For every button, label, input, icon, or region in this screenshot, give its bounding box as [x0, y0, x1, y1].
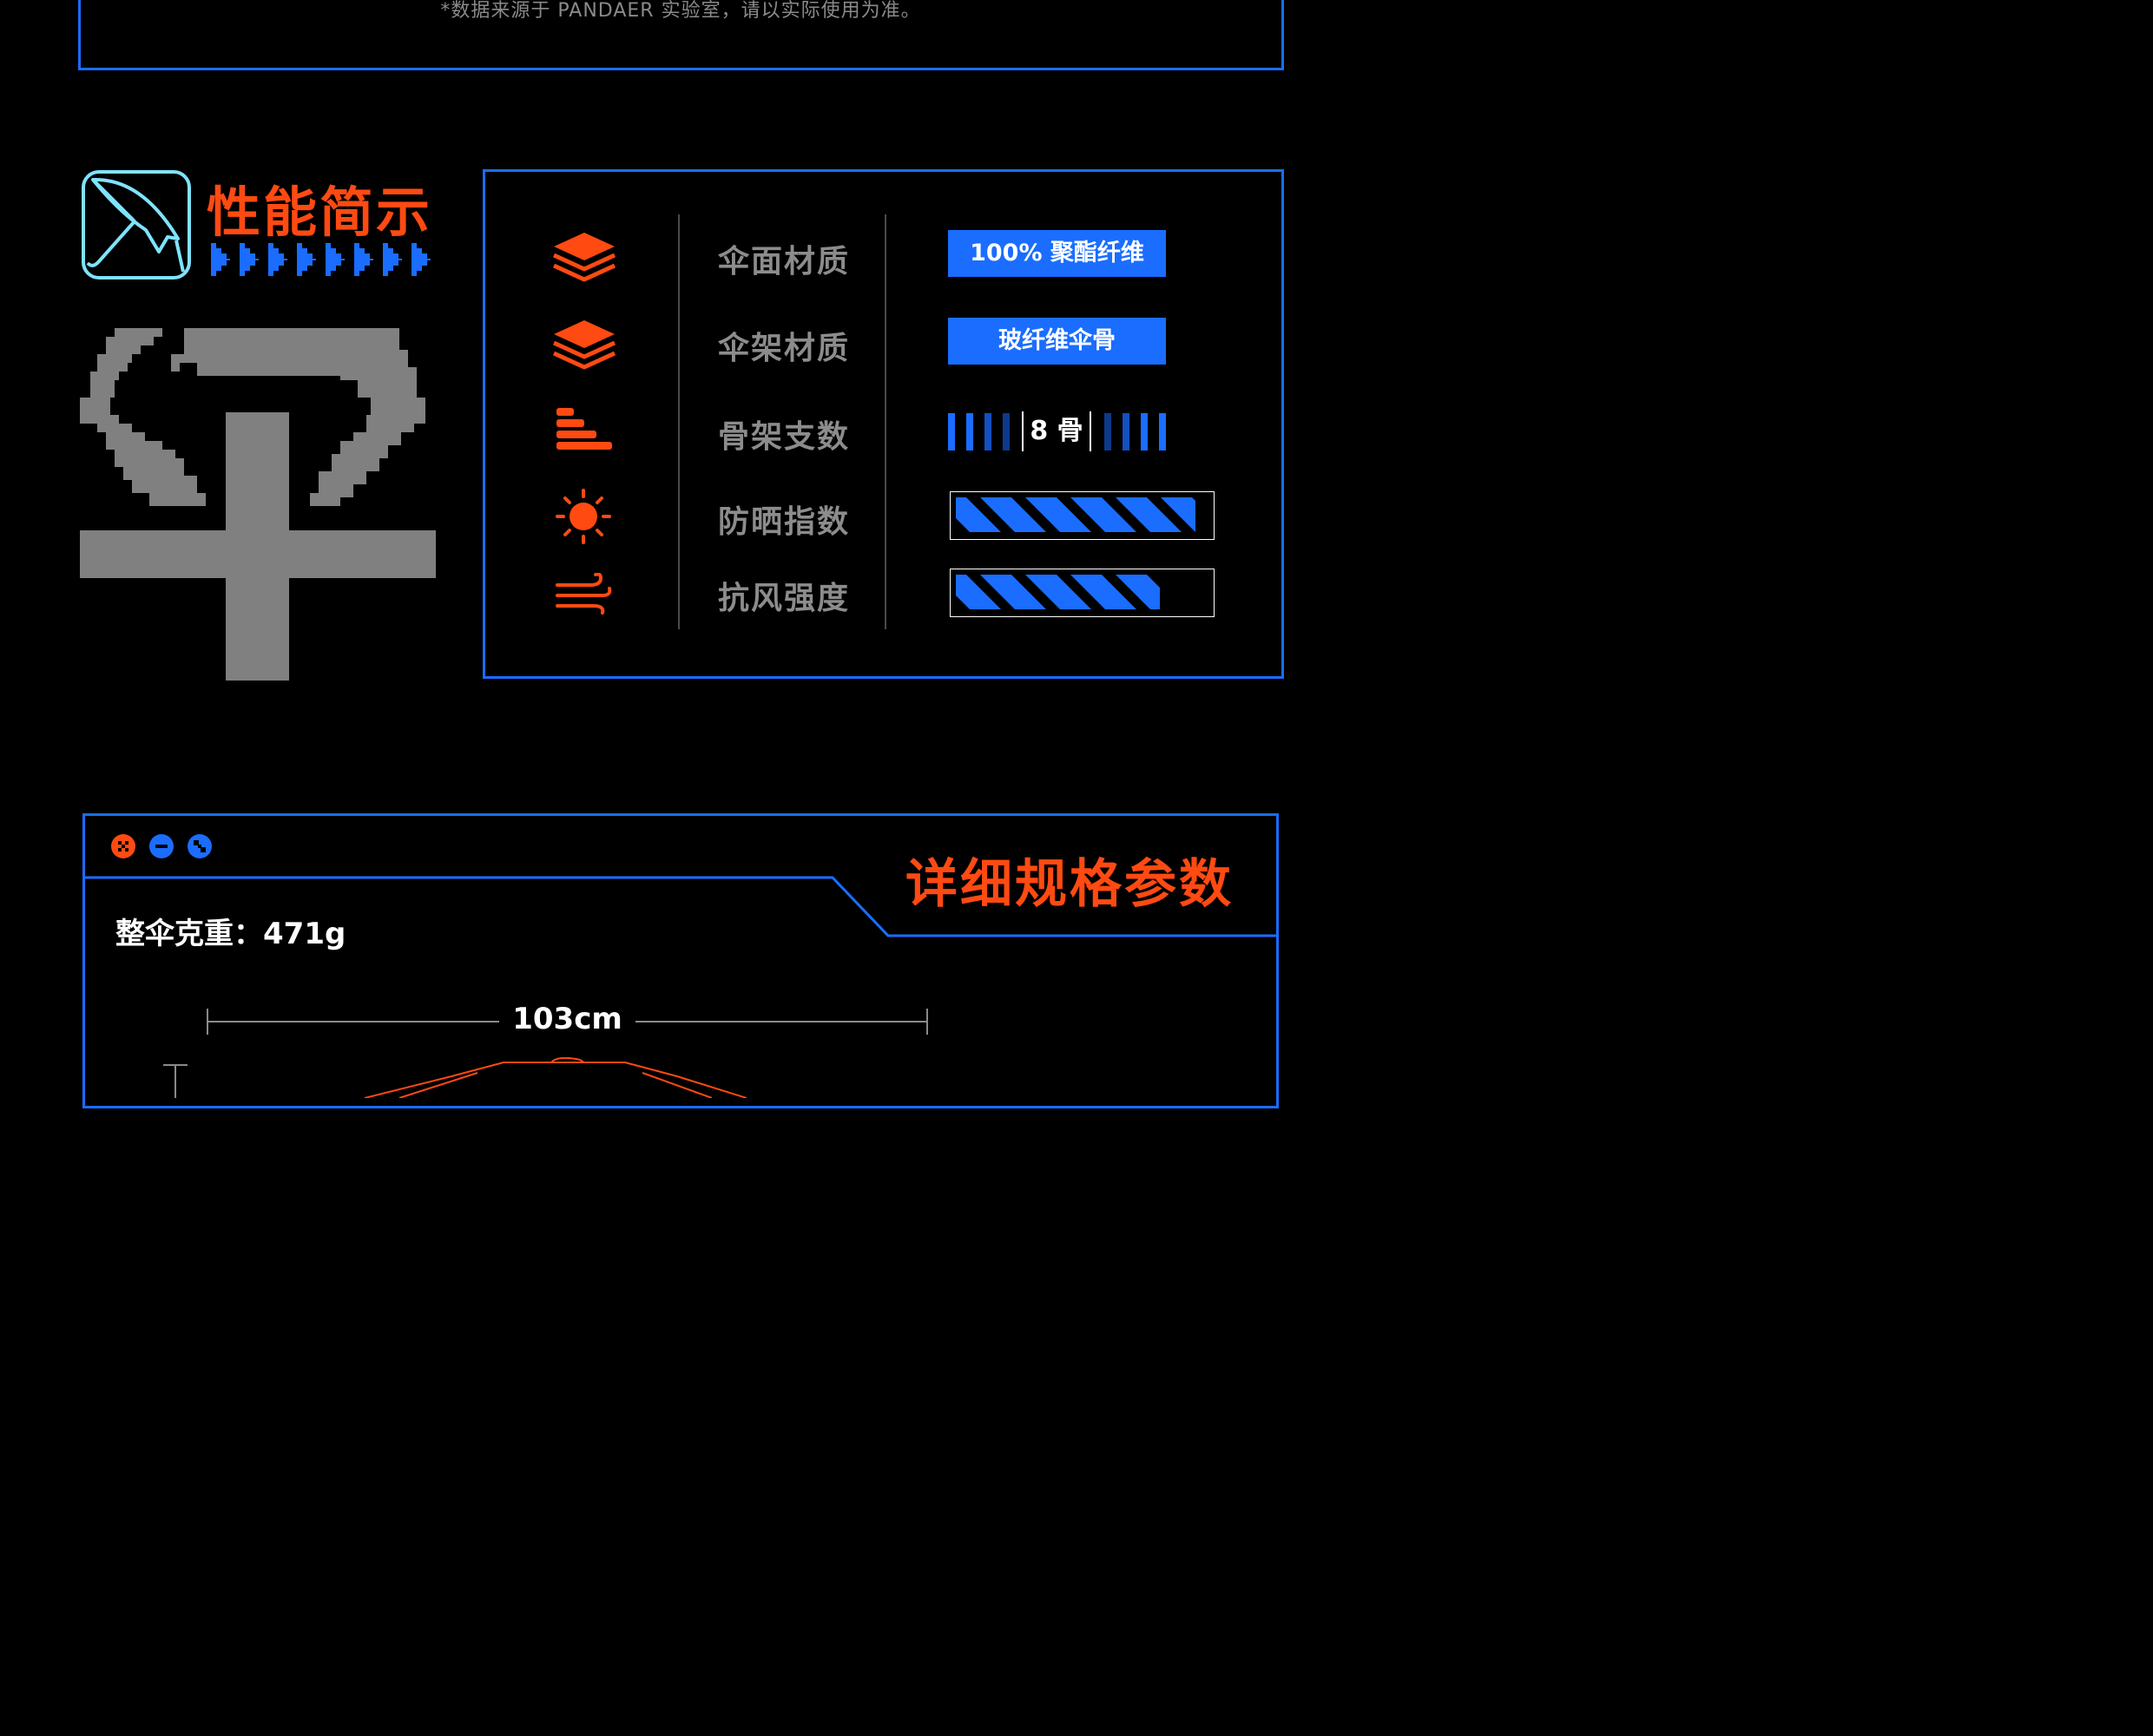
umbrella-weight: 整伞克重：471g	[115, 917, 346, 951]
specs-window-frame	[82, 813, 1279, 1108]
umbrella-width: 103cm	[512, 1002, 622, 1036]
value-rib-count: 8 骨	[1030, 416, 1083, 446]
minimize-window-button[interactable]	[149, 834, 174, 858]
height-dimension-tick	[163, 1063, 189, 1101]
performance-title: 性能简示	[207, 181, 433, 244]
wind-icon	[556, 572, 613, 618]
top-panel-frame	[78, 0, 1284, 70]
specs-header-line	[82, 873, 1279, 946]
uv-index-bar	[950, 491, 1215, 540]
umbrella-icon	[81, 169, 192, 284]
close-window-button[interactable]	[111, 834, 135, 858]
umbrella-pixel-logo	[80, 328, 436, 684]
row-label-wind-resistance: 抗风强度	[717, 581, 850, 616]
value-canopy-material: 100% 聚酯纤维	[948, 230, 1166, 277]
row-label-frame-material: 伞架材质	[717, 331, 850, 366]
row-label-canopy-material: 伞面材质	[717, 244, 850, 279]
row-label-rib-count: 骨架支数	[717, 419, 850, 455]
arrow-row-icon	[211, 241, 437, 281]
layers-icon	[552, 231, 616, 286]
performance-panel	[483, 169, 1284, 679]
layers-icon	[552, 319, 616, 374]
bars-icon	[556, 408, 614, 455]
wind-resistance-bar	[950, 569, 1215, 617]
data-source-note: *数据来源于 PANDAER 实验室，请以实际使用为准。	[440, 0, 921, 22]
maximize-window-button[interactable]	[188, 834, 212, 858]
value-frame-material: 玻纤维伞骨	[948, 318, 1166, 365]
rib-count-indicator	[948, 408, 1167, 455]
row-label-uv-index: 防晒指数	[717, 504, 850, 540]
sun-icon	[556, 489, 611, 548]
column-divider-2	[885, 214, 886, 629]
width-dimension-line	[207, 1007, 929, 1040]
umbrella-outline-drawing	[364, 1056, 747, 1101]
column-divider-1	[678, 214, 680, 629]
specs-title: 详细规格参数	[905, 854, 1234, 915]
